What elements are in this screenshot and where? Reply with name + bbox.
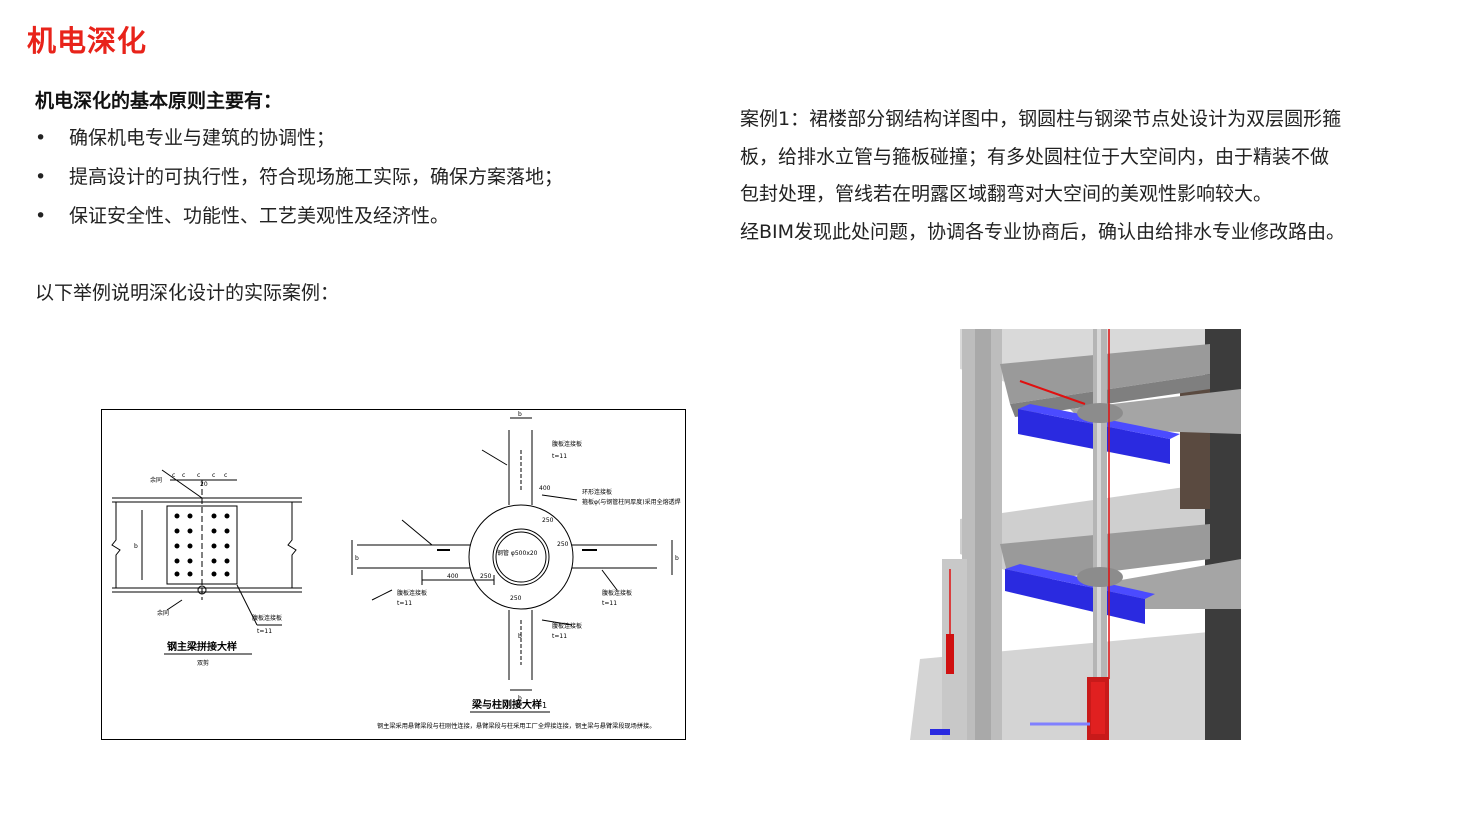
- note-label: t=11: [257, 628, 272, 635]
- dim-label: c: [197, 472, 200, 479]
- note-label: 腹板连接板: [552, 440, 582, 448]
- note-label: 余同: [157, 609, 169, 617]
- note-label: 腹板连接板: [552, 622, 582, 630]
- page-title: 机电深化: [27, 24, 148, 58]
- list-item-text: 提高设计的可执行性，符合现场施工实际，确保方案落地；: [69, 166, 564, 188]
- left-detail-title: 钢主梁拼接大样: [167, 640, 237, 653]
- note-label: 腹板连接板: [252, 614, 282, 622]
- dim-label: 20: [200, 481, 208, 488]
- dim-label: 250: [557, 541, 569, 548]
- dim-label: 400: [539, 485, 551, 492]
- list-item: • 提高设计的可执行性，符合现场施工实际，确保方案落地；: [35, 158, 563, 197]
- dim-label: b: [355, 555, 359, 562]
- dim-label: b: [134, 543, 138, 550]
- case-line: 经BIM发现此处问题，协调各专业协商后，确认由给排水专业修改路由。: [740, 220, 1346, 243]
- pipe-label: 钢管 φ500x20: [497, 549, 538, 557]
- dim-label: b: [518, 411, 522, 418]
- dim-label: 400: [447, 573, 459, 580]
- bullet-icon: •: [35, 166, 47, 188]
- principles-heading: 机电深化的基本原则主要有：: [35, 90, 283, 112]
- bim-model-svg: [880, 329, 1241, 740]
- note-label: t=11: [552, 453, 567, 460]
- dim-label: 250: [510, 595, 522, 602]
- case-line: 包封处理，管线若在明露区域翻弯对大空间的美观性影响较大。: [740, 183, 1273, 205]
- note-label: 环形连接板: [582, 488, 612, 496]
- right-detail-title: 梁与柱刚接大样: [471, 698, 542, 711]
- intro-text: 以下举例说明深化设计的实际案例：: [35, 282, 340, 304]
- note-label: 余同: [150, 476, 162, 484]
- dim-label: b: [675, 555, 679, 562]
- dim-label: b: [518, 633, 522, 640]
- dim-label: 250: [480, 573, 492, 580]
- dim-label: c: [212, 472, 215, 479]
- note-label: 腹板连接板: [397, 589, 427, 597]
- note-label: t=11: [552, 633, 567, 640]
- principles-list: • 确保机电专业与建筑的协调性； • 提高设计的可执行性，符合现场施工实际，确保方案…: [35, 119, 563, 236]
- case-line: 板，给排水立管与箍板碰撞；有多处圆柱位于大空间内，由于精装不做: [740, 145, 1330, 168]
- dim-label: 250: [542, 517, 554, 524]
- dim-label: c: [182, 472, 185, 479]
- bullet-icon: •: [35, 127, 47, 149]
- bim-model-image: [880, 329, 1241, 740]
- note-label: t=11: [397, 600, 412, 607]
- note-label: 腹板连接板: [602, 589, 632, 597]
- dim-label: b: [518, 695, 522, 702]
- list-item: • 保证安全性、功能性、工艺美观性及经济性。: [35, 197, 563, 236]
- note-label: 箍板φ(与钢管柱同厚度)采用全熔透焊: [582, 498, 681, 506]
- note-label: t=11: [602, 600, 617, 607]
- bullet-icon: •: [35, 205, 47, 227]
- drawing-note: 钢主梁采用悬臂梁段与柱刚性连接，悬臂梁段与柱采用工厂全焊接连接，钢主梁与悬臂梁段…: [377, 722, 655, 730]
- steel-detail-drawing: c c c c c 20 b 余同 余同 腹板连接板 t=11 钢主梁拼接大样 …: [101, 409, 686, 740]
- detail-drawing-svg: c c c c c 20 b 余同 余同 腹板连接板 t=11 钢主梁拼接大样 …: [111, 411, 681, 730]
- list-item-text: 确保机电专业与建筑的协调性；: [69, 127, 336, 149]
- dim-label: c: [224, 472, 227, 479]
- list-item: • 确保机电专业与建筑的协调性；: [35, 119, 563, 158]
- list-item-text: 保证安全性、功能性、工艺美观性及经济性。: [69, 205, 450, 227]
- case-line: 案例1：裙楼部分钢结构详图中，钢圆柱与钢梁节点处设计为双层圆形箍: [740, 108, 1342, 130]
- case-description: 案例1：裙楼部分钢结构详图中，钢圆柱与钢梁节点处设计为双层圆形箍 板，给排水立管…: [740, 101, 1440, 251]
- left-detail-subtitle: 双剪: [197, 659, 209, 667]
- right-detail-mark: 1: [542, 701, 547, 710]
- dim-label: c: [172, 472, 175, 479]
